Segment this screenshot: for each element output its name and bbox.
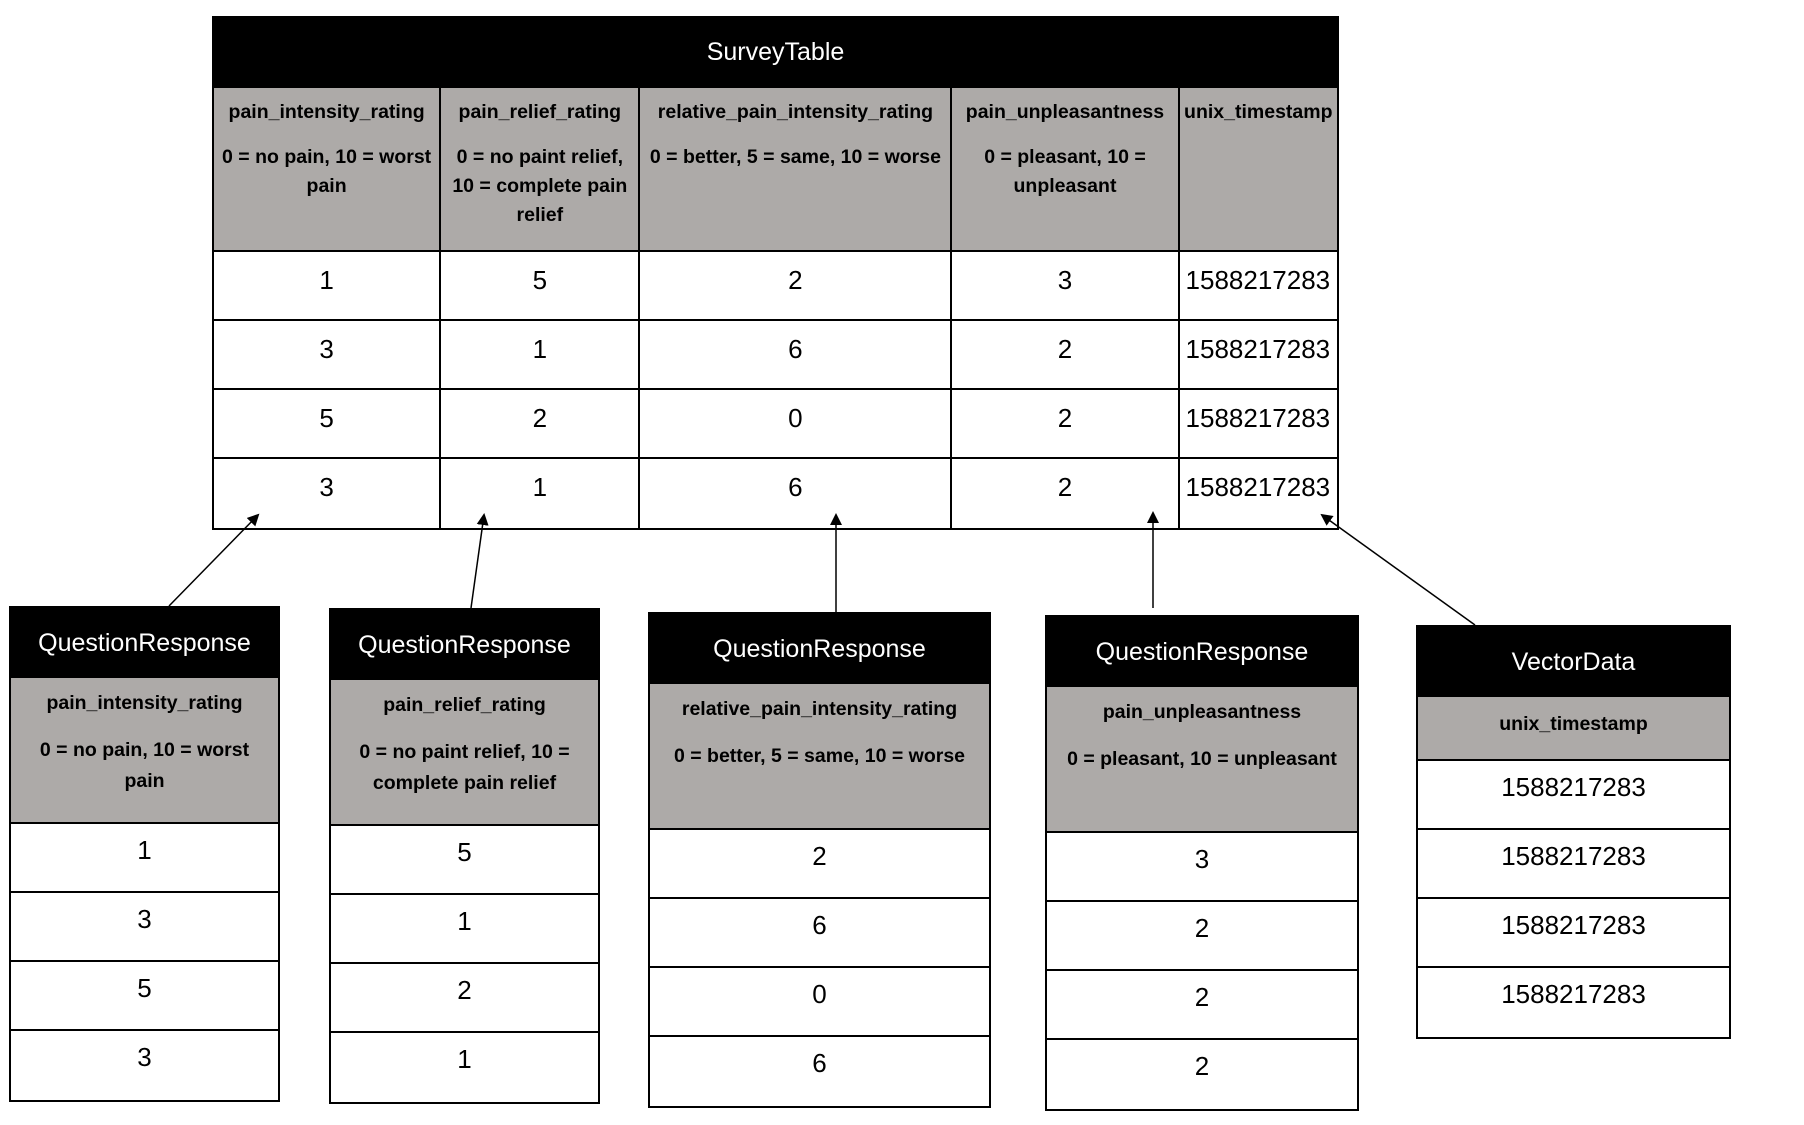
- survey-table-row: 5 2 0 2 1588217283: [214, 390, 1337, 459]
- table-cell: 3: [214, 321, 442, 388]
- table-cell: 1588217283: [1185, 472, 1331, 502]
- table-row: 5: [331, 826, 598, 895]
- table-row: 3: [11, 893, 278, 962]
- survey-table-header-row: pain_intensity_rating 0 = no pain, 10 = …: [214, 88, 1337, 252]
- table-cell: 2: [640, 252, 953, 319]
- table-cell: 2: [952, 321, 1180, 388]
- arrow-unix-timestamp: [1320, 513, 1476, 626]
- survey-table-row: 3 1 6 2 1588217283: [214, 321, 1337, 390]
- source-table-header: pain_intensity_rating 0 = no pain, 10 = …: [11, 678, 278, 824]
- table-row: 1588217283: [1418, 830, 1729, 899]
- column-description: 0 = no paint relief, 10 = complete pain …: [452, 146, 628, 226]
- table-cell: 3: [214, 459, 442, 528]
- field-description: 0 = no paint relief, 10 = complete pain …: [359, 741, 570, 794]
- column-description: 0 = no pain, 10 = worst pain: [222, 146, 432, 197]
- column-name: pain_relief_rating: [458, 101, 622, 123]
- field-name: unix_timestamp: [1499, 713, 1648, 735]
- question-response-table-pain-unpleasantness: QuestionResponse pain_unpleasantness 0 =…: [1045, 615, 1359, 1111]
- source-table-title: QuestionResponse: [331, 610, 598, 680]
- field-description: 0 = better, 5 = same, 10 = worse: [673, 745, 966, 767]
- survey-header-cell: relative_pain_intensity_rating 0 = bette…: [640, 88, 953, 250]
- survey-table-title: SurveyTable: [214, 18, 1337, 88]
- table-cell: 1588217283: [1185, 265, 1331, 295]
- column-name: pain_unpleasantness: [965, 101, 1165, 123]
- table-cell: 1: [441, 321, 641, 388]
- table-cell: 1: [441, 459, 641, 528]
- table-row: 5: [11, 962, 278, 1031]
- table-row: 1: [457, 1044, 472, 1074]
- table-row: 0: [650, 968, 989, 1037]
- table-cell: 2: [441, 390, 641, 457]
- table-row: 1588217283: [1501, 979, 1646, 1009]
- source-table-header: unix_timestamp: [1418, 697, 1729, 761]
- table-cell: 0: [640, 390, 953, 457]
- table-cell: 1: [214, 252, 442, 319]
- survey-header-cell: pain_intensity_rating 0 = no pain, 10 = …: [214, 88, 442, 250]
- vector-data-table: VectorData unix_timestamp 1588217283 158…: [1416, 625, 1731, 1039]
- table-cell: 1588217283: [1185, 403, 1331, 433]
- table-row: 1: [11, 824, 278, 893]
- table-row: 3: [1047, 833, 1357, 902]
- column-description: 0 = pleasant, 10 = unpleasant: [984, 146, 1146, 197]
- table-cell: 2: [952, 390, 1180, 457]
- table-row: 1588217283: [1418, 761, 1729, 830]
- source-table-title: VectorData: [1418, 627, 1729, 697]
- table-cell: 5: [214, 390, 442, 457]
- table-row: 6: [650, 899, 989, 968]
- table-row: 6: [812, 1048, 827, 1078]
- table-cell: 5: [441, 252, 641, 319]
- field-description: 0 = no pain, 10 = worst pain: [39, 739, 250, 792]
- survey-table: SurveyTable pain_intensity_rating 0 = no…: [212, 16, 1339, 530]
- column-description: 0 = better, 5 = same, 10 = worse: [649, 146, 941, 168]
- table-cell: 2: [952, 459, 1180, 528]
- source-table-header: pain_unpleasantness 0 = pleasant, 10 = u…: [1047, 687, 1357, 833]
- table-cell: 1588217283: [1185, 334, 1331, 364]
- survey-table-row: 1 5 2 3 1588217283: [214, 252, 1337, 321]
- table-cell: 6: [640, 459, 953, 528]
- table-row: 3: [137, 1042, 152, 1072]
- source-table-title: QuestionResponse: [11, 608, 278, 678]
- column-name: pain_intensity_rating: [228, 101, 425, 123]
- source-table-header: pain_relief_rating 0 = no paint relief, …: [331, 680, 598, 826]
- table-cell: 3: [952, 252, 1180, 319]
- survey-table-row: 3 1 6 2 1588217283: [214, 459, 1337, 528]
- table-row: 2: [331, 964, 598, 1033]
- table-cell: 6: [640, 321, 953, 388]
- field-name: pain_unpleasantness: [1102, 701, 1302, 723]
- question-response-table-pain-relief: QuestionResponse pain_relief_rating 0 = …: [329, 608, 600, 1104]
- survey-header-cell: pain_unpleasantness 0 = pleasant, 10 = u…: [952, 88, 1180, 250]
- source-table-title: QuestionResponse: [1047, 617, 1357, 687]
- column-name: unix_timestamp: [1184, 101, 1333, 123]
- table-row: 1588217283: [1418, 899, 1729, 968]
- field-description: 0 = pleasant, 10 = unpleasant: [1067, 748, 1337, 770]
- question-response-table-pain-intensity: QuestionResponse pain_intensity_rating 0…: [9, 606, 280, 1102]
- table-row: 2: [1047, 902, 1357, 971]
- column-name: relative_pain_intensity_rating: [657, 101, 934, 123]
- question-response-table-relative-pain: QuestionResponse relative_pain_intensity…: [648, 612, 991, 1108]
- table-row: 1: [331, 895, 598, 964]
- survey-header-cell: unix_timestamp: [1180, 88, 1337, 250]
- survey-header-cell: pain_relief_rating 0 = no paint relief, …: [441, 88, 641, 250]
- field-name: relative_pain_intensity_rating: [681, 698, 958, 720]
- table-row: 2: [1194, 1051, 1210, 1081]
- source-table-header: relative_pain_intensity_rating 0 = bette…: [650, 684, 989, 830]
- table-row: 2: [1047, 971, 1357, 1040]
- field-name: pain_intensity_rating: [46, 692, 243, 714]
- table-row: 2: [650, 830, 989, 899]
- source-table-title: QuestionResponse: [650, 614, 989, 684]
- field-name: pain_relief_rating: [383, 694, 546, 716]
